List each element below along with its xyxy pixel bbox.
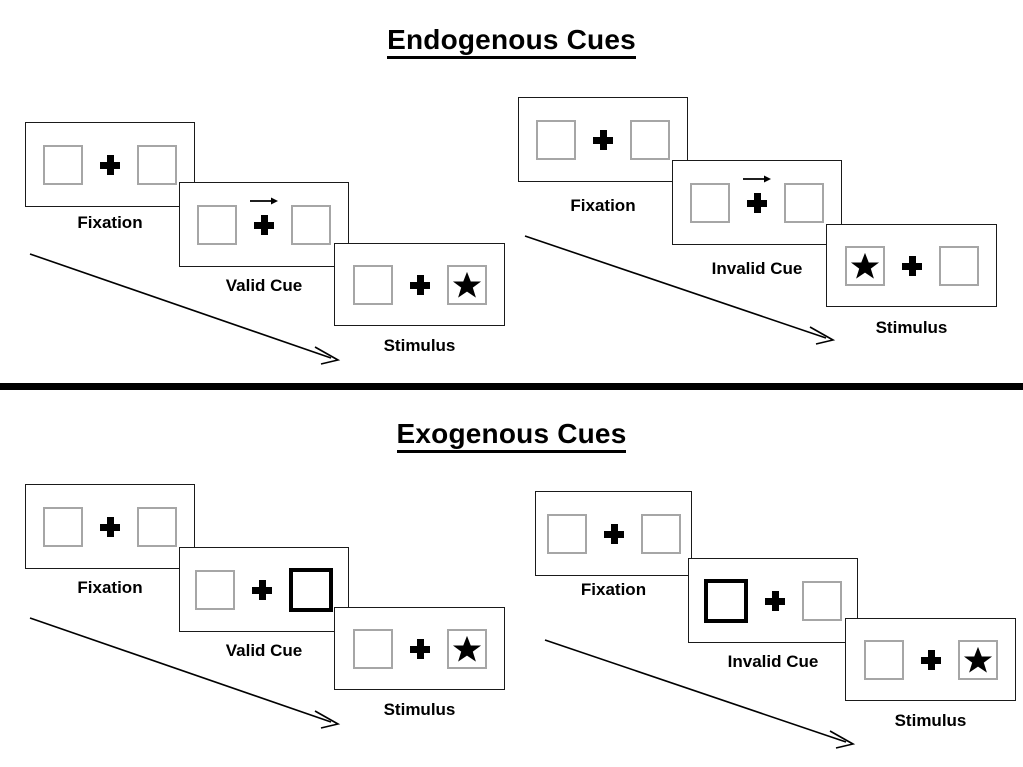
trial-panel-stimulus xyxy=(826,224,997,307)
panel-label-fixation: Fixation xyxy=(580,580,647,599)
fixation-cross-wrap xyxy=(97,516,123,537)
trial-panel-stimulus xyxy=(845,618,1016,701)
cue-arrow-right-icon xyxy=(250,197,278,204)
timeline-arrow-endogenous-invalid xyxy=(524,235,836,345)
fixation-cross-wrap xyxy=(407,274,433,295)
section-title-exogenous: Exogenous Cues xyxy=(0,418,1023,453)
fixation-cross-icon xyxy=(100,516,120,537)
panel-contents xyxy=(536,119,670,160)
right-box xyxy=(640,513,681,554)
panel-contents xyxy=(546,513,681,554)
right-box xyxy=(784,182,824,223)
right-box-cued xyxy=(289,567,333,612)
panel-label-fixation: Fixation xyxy=(570,196,636,215)
star-icon xyxy=(850,252,879,279)
panel-contents xyxy=(844,245,979,286)
trial-panel-invalid-cue xyxy=(672,160,842,245)
trial-panel-stimulus xyxy=(334,607,505,690)
right-box xyxy=(938,245,979,286)
cue-arrow-right-icon xyxy=(743,175,771,182)
trial-panel-stimulus xyxy=(334,243,505,326)
fixation-cross-icon xyxy=(409,638,430,659)
panel-contents xyxy=(197,197,331,245)
fixation-cross-icon xyxy=(409,274,430,295)
panel-label-stimulus: Stimulus xyxy=(383,336,456,355)
fixation-cross-icon xyxy=(747,192,767,213)
left-box-cued xyxy=(704,578,748,623)
fixation-cross-icon xyxy=(603,523,624,544)
star-icon xyxy=(452,635,481,662)
trial-panel-valid-cue xyxy=(179,182,349,267)
panel-contents xyxy=(863,639,998,680)
fixation-cross-icon xyxy=(100,154,120,175)
section-divider xyxy=(0,383,1023,390)
fixation-cross-wrap xyxy=(407,638,433,659)
right-box xyxy=(446,264,487,305)
left-box xyxy=(844,245,885,286)
panel-label-stimulus: Stimulus xyxy=(383,700,456,719)
panel-label-valid-cue: Valid Cue xyxy=(225,276,303,295)
trial-panel-fixation xyxy=(535,491,692,576)
section-title-exogenous-text: Exogenous Cues xyxy=(396,418,627,453)
fixation-cross-icon xyxy=(254,214,274,235)
fixation-cross-wrap xyxy=(743,175,771,213)
panel-label-stimulus: Stimulus xyxy=(875,318,948,337)
star-icon xyxy=(963,646,992,673)
panel-contents xyxy=(43,144,177,185)
panel-contents xyxy=(43,506,177,547)
left-box xyxy=(197,204,237,245)
fixation-cross-wrap xyxy=(97,154,123,175)
right-box xyxy=(137,144,177,185)
timeline-arrow-exogenous-invalid xyxy=(544,639,856,749)
panel-contents xyxy=(352,264,487,305)
section-title-endogenous: Endogenous Cues xyxy=(0,24,1023,59)
fixation-cross-wrap xyxy=(918,649,944,670)
right-box xyxy=(630,119,670,160)
right-box xyxy=(802,580,842,621)
fixation-cross-wrap xyxy=(590,129,616,150)
right-box xyxy=(446,628,487,669)
trial-panel-fixation xyxy=(518,97,688,182)
left-box xyxy=(546,513,587,554)
trial-panel-invalid-cue xyxy=(688,558,858,643)
fixation-cross-wrap xyxy=(762,590,788,611)
trial-panel-valid-cue xyxy=(179,547,349,632)
panel-contents xyxy=(704,578,842,623)
fixation-cross-wrap xyxy=(899,255,925,276)
section-title-endogenous-text: Endogenous Cues xyxy=(387,24,636,59)
fixation-cross-icon xyxy=(765,590,785,611)
fixation-cross-wrap xyxy=(250,197,278,235)
fixation-cross-wrap xyxy=(601,523,627,544)
left-box xyxy=(195,569,235,610)
left-box xyxy=(43,506,83,547)
right-box xyxy=(137,506,177,547)
trial-panel-fixation xyxy=(25,122,195,207)
left-box xyxy=(43,144,83,185)
left-box xyxy=(352,628,393,669)
panel-label-stimulus: Stimulus xyxy=(894,711,967,730)
fixation-cross-icon xyxy=(593,129,613,150)
fixation-cross-wrap xyxy=(249,579,275,600)
panel-label-invalid-cue: Invalid Cue xyxy=(727,652,819,671)
fixation-cross-icon xyxy=(901,255,922,276)
left-box xyxy=(690,182,730,223)
panel-contents xyxy=(690,175,824,223)
right-box xyxy=(291,204,331,245)
panel-label-fixation: Fixation xyxy=(77,578,143,597)
left-box xyxy=(352,264,393,305)
right-box xyxy=(957,639,998,680)
panel-contents xyxy=(352,628,487,669)
trial-panel-fixation xyxy=(25,484,195,569)
star-icon xyxy=(452,271,481,298)
left-box xyxy=(863,639,904,680)
fixation-cross-icon xyxy=(252,579,272,600)
panel-label-fixation: Fixation xyxy=(77,213,143,232)
panel-contents xyxy=(195,567,333,612)
left-box xyxy=(536,119,576,160)
fixation-cross-icon xyxy=(920,649,941,670)
panel-label-valid-cue: Valid Cue xyxy=(225,641,303,660)
panel-label-invalid-cue: Invalid Cue xyxy=(711,259,803,278)
